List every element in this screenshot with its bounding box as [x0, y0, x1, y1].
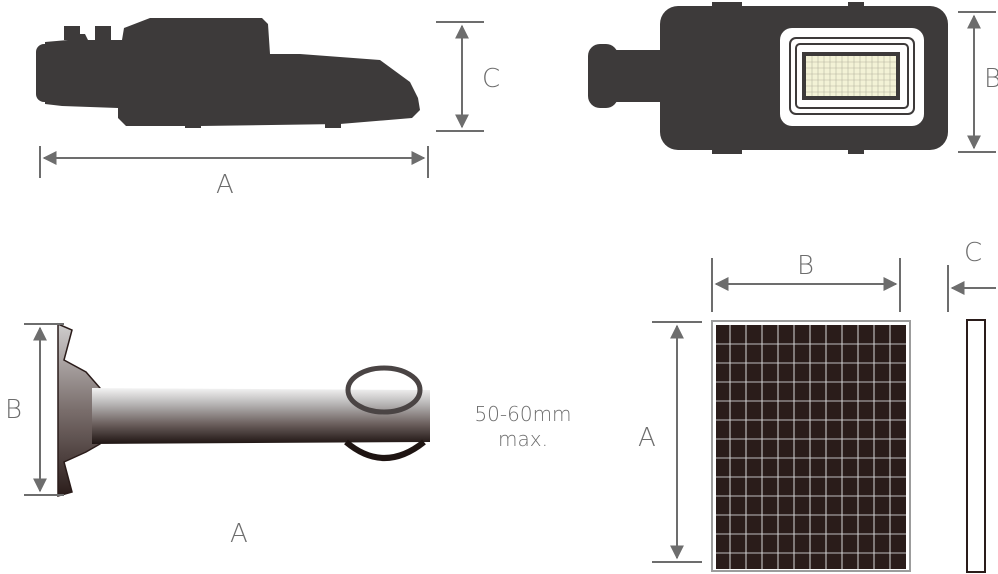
solar-panel-side	[947, 265, 996, 573]
pole-diameter-note: 50-60mm max.	[468, 402, 578, 452]
panel-height-label: A	[638, 423, 656, 453]
solar-panel-front	[652, 258, 911, 572]
pole-diameter-line2: max.	[498, 427, 548, 451]
lamp-width-label: B	[984, 64, 998, 94]
panel-thickness-label: C	[964, 238, 983, 268]
panel-width-label: B	[797, 251, 815, 281]
lamp-top-view	[588, 2, 996, 154]
lamp-side-view	[36, 18, 484, 178]
lamp-length-label: A	[216, 170, 234, 200]
pole-diameter-line1: 50-60mm	[474, 402, 572, 426]
bracket-height-label: B	[5, 395, 23, 425]
led-array	[806, 56, 896, 96]
pole-bracket	[24, 322, 430, 497]
solar-cells	[716, 325, 906, 569]
bracket-length-label: A	[230, 519, 248, 549]
lamp-height-label: C	[482, 64, 501, 94]
